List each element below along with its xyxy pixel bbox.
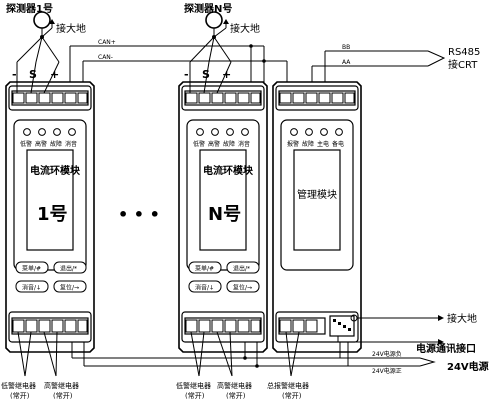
right-ground-label: 接大地 [447, 312, 477, 325]
led-label-backup: 备电 [332, 140, 344, 148]
management-screen [293, 149, 341, 251]
led-mute-n [241, 128, 249, 136]
led-label-high: 高警 [35, 140, 47, 148]
led-label-main: 主电 [317, 140, 329, 148]
power-comm-port-label: 电源通讯接口 [416, 342, 476, 355]
led-backup-power [335, 128, 343, 136]
terminal-minus-label-n: - [184, 68, 189, 81]
led-main-power [320, 128, 328, 136]
reset-button-label-n: 复位/→ [233, 284, 252, 292]
exit-button-label: 退出/* [60, 265, 77, 273]
reset-button[interactable] [53, 280, 87, 293]
management-module: 报警 故障 主电 备电 管理模块 [272, 81, 362, 353]
led-label-low: 低警 [20, 140, 32, 148]
terminal-block-bottom [12, 319, 88, 333]
terminal-plus-label: + [50, 68, 59, 81]
module-title-n: 电流环模块 [203, 164, 254, 177]
led-low-alarm-n [196, 128, 204, 136]
led-low-alarm [23, 128, 31, 136]
exit-button-label-n: 退出/* [233, 265, 250, 273]
led-label-fault-n: 故障 [223, 140, 235, 148]
high-relay-no-1: (常开) [53, 391, 73, 400]
reset-button-n[interactable] [226, 280, 260, 293]
terminal-block-bottom-n [185, 319, 261, 333]
terminal-plus-label-n: + [222, 68, 231, 81]
module-title: 电流环模块 [30, 164, 81, 177]
led-label-alarm: 报警 [287, 140, 299, 148]
terminal-s-label-n: S [202, 68, 210, 81]
led-alarm [290, 128, 298, 136]
mute-button-n[interactable] [188, 280, 222, 293]
led-label-fault: 故障 [50, 140, 62, 148]
total-relay-no: (常开) [282, 391, 302, 400]
led-label-mute: 消音 [65, 140, 77, 148]
module-number: 1号 [37, 204, 68, 225]
terminal-block-bottom-m [279, 319, 318, 333]
low-relay-label-1: 低警继电器 [1, 381, 36, 390]
bb-label: BB [342, 44, 350, 51]
module-number-n: N号 [208, 204, 241, 225]
led-label-high-n: 高警 [208, 140, 220, 148]
menu-button-label-n: 菜单/# [195, 265, 214, 273]
v24-negative-label: 24V电源负 [372, 350, 402, 358]
ellipsis: • • • [118, 205, 160, 224]
mute-button[interactable] [15, 280, 49, 293]
low-relay-label-n: 低警继电器 [176, 381, 211, 390]
menu-button[interactable] [15, 261, 49, 274]
terminal-block-top-n [185, 92, 261, 104]
led-fault [53, 128, 61, 136]
high-relay-label-n: 高警继电器 [217, 381, 252, 390]
low-relay-no-n: (常开) [185, 391, 205, 400]
terminal-minus-label: - [12, 68, 17, 81]
mute-button-label-n: 消音/↓ [195, 284, 214, 292]
menu-button-n[interactable] [188, 261, 222, 274]
led-label-fault-m: 故障 [302, 140, 314, 148]
led-label-low-n: 低警 [193, 140, 205, 148]
total-relay-label: 总报警继电器 [267, 381, 309, 390]
led-label-mute-n: 消音 [238, 140, 250, 148]
exit-button[interactable] [53, 261, 87, 274]
terminal-s-label: S [29, 68, 37, 81]
reset-button-label: 复位/→ [60, 284, 79, 292]
led-fault-m [305, 128, 313, 136]
detector-n-label: 探测器N号 [184, 2, 232, 15]
management-title: 管理模块 [297, 188, 337, 201]
current-module-n: 低警 高警 故障 消音 电流环模块 N号 菜单/# 退出/* 消音/↓ 复位/→ [178, 61, 268, 353]
module-screen-n [199, 149, 247, 251]
right-side-wiring: 接大地 电源通讯接口 24V电源负 24V电源正 24V电源 [71, 312, 489, 375]
terminal-block-top [12, 92, 88, 104]
module-screen [26, 149, 74, 251]
v24-power-label: 24V电源 [447, 360, 489, 373]
led-high-alarm-n [211, 128, 219, 136]
detector-n: 探测器N号 接大地 - S + [184, 2, 260, 81]
can-plus-label: CAN+ [98, 39, 116, 46]
led-high-alarm [38, 128, 46, 136]
v24-positive-label: 24V电源正 [372, 367, 402, 375]
mute-button-label: 消音/↓ [22, 284, 41, 292]
led-fault-n [226, 128, 234, 136]
high-relay-no-n: (常开) [226, 391, 246, 400]
current-module-1: 低警 高警 故障 消音 电流环模块 1号 菜单/# 退出/* 消音/↓ 复位/→ [5, 61, 95, 353]
detector-1: 探测器1号 接大地 - S + [6, 2, 86, 81]
aa-label: AA [342, 59, 351, 66]
rs485-label: RS485 [448, 47, 480, 58]
relay-leads: 低警继电器 (常开) 高警继电器 (常开) 低警继电器 (常开) 高警继电器 (… [1, 331, 309, 400]
detector-n-ground-label: 接大地 [230, 22, 260, 35]
crt-label: 接CRT [448, 58, 478, 71]
terminal-block-top-m [279, 92, 355, 104]
exit-button-n[interactable] [226, 261, 260, 274]
led-mute [68, 128, 76, 136]
can-minus-label: CAN- [98, 54, 113, 61]
menu-button-label: 菜单/# [22, 265, 41, 273]
high-relay-label-1: 高警继电器 [44, 381, 79, 390]
low-relay-no-1: (常开) [10, 391, 30, 400]
detector-1-ground-label: 接大地 [56, 22, 86, 35]
